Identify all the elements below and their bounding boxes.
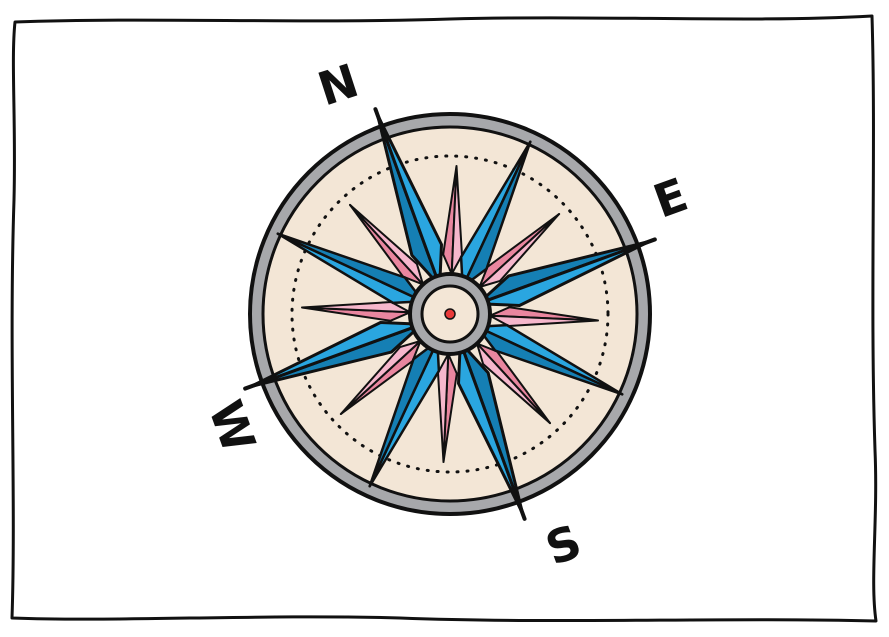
- tip-tick: [516, 499, 527, 521]
- blue-minor-point: [461, 140, 532, 289]
- pink-point: [301, 301, 411, 314]
- pink-point: [476, 342, 551, 425]
- pink-point: [349, 203, 424, 286]
- dotted-ring: [290, 154, 610, 474]
- tip-tick: [373, 107, 384, 129]
- tip-tick: [635, 237, 657, 248]
- pink-point: [489, 314, 599, 327]
- pink-point: [450, 165, 463, 275]
- blue-minor-point: [475, 325, 624, 396]
- blue-minor-point: [276, 232, 425, 303]
- needle-icon: [444, 308, 456, 320]
- blue-main-point: [476, 240, 651, 307]
- pink-point: [437, 353, 450, 463]
- tip-tick: [243, 380, 265, 391]
- pink-point: [339, 340, 422, 415]
- blue-minor-point: [368, 339, 439, 488]
- compass-rose-icon: [243, 107, 657, 521]
- blue-main-point: [376, 113, 443, 288]
- pink-point: [478, 213, 561, 288]
- blue-main-point: [457, 340, 524, 515]
- blue-main-point: [249, 321, 424, 388]
